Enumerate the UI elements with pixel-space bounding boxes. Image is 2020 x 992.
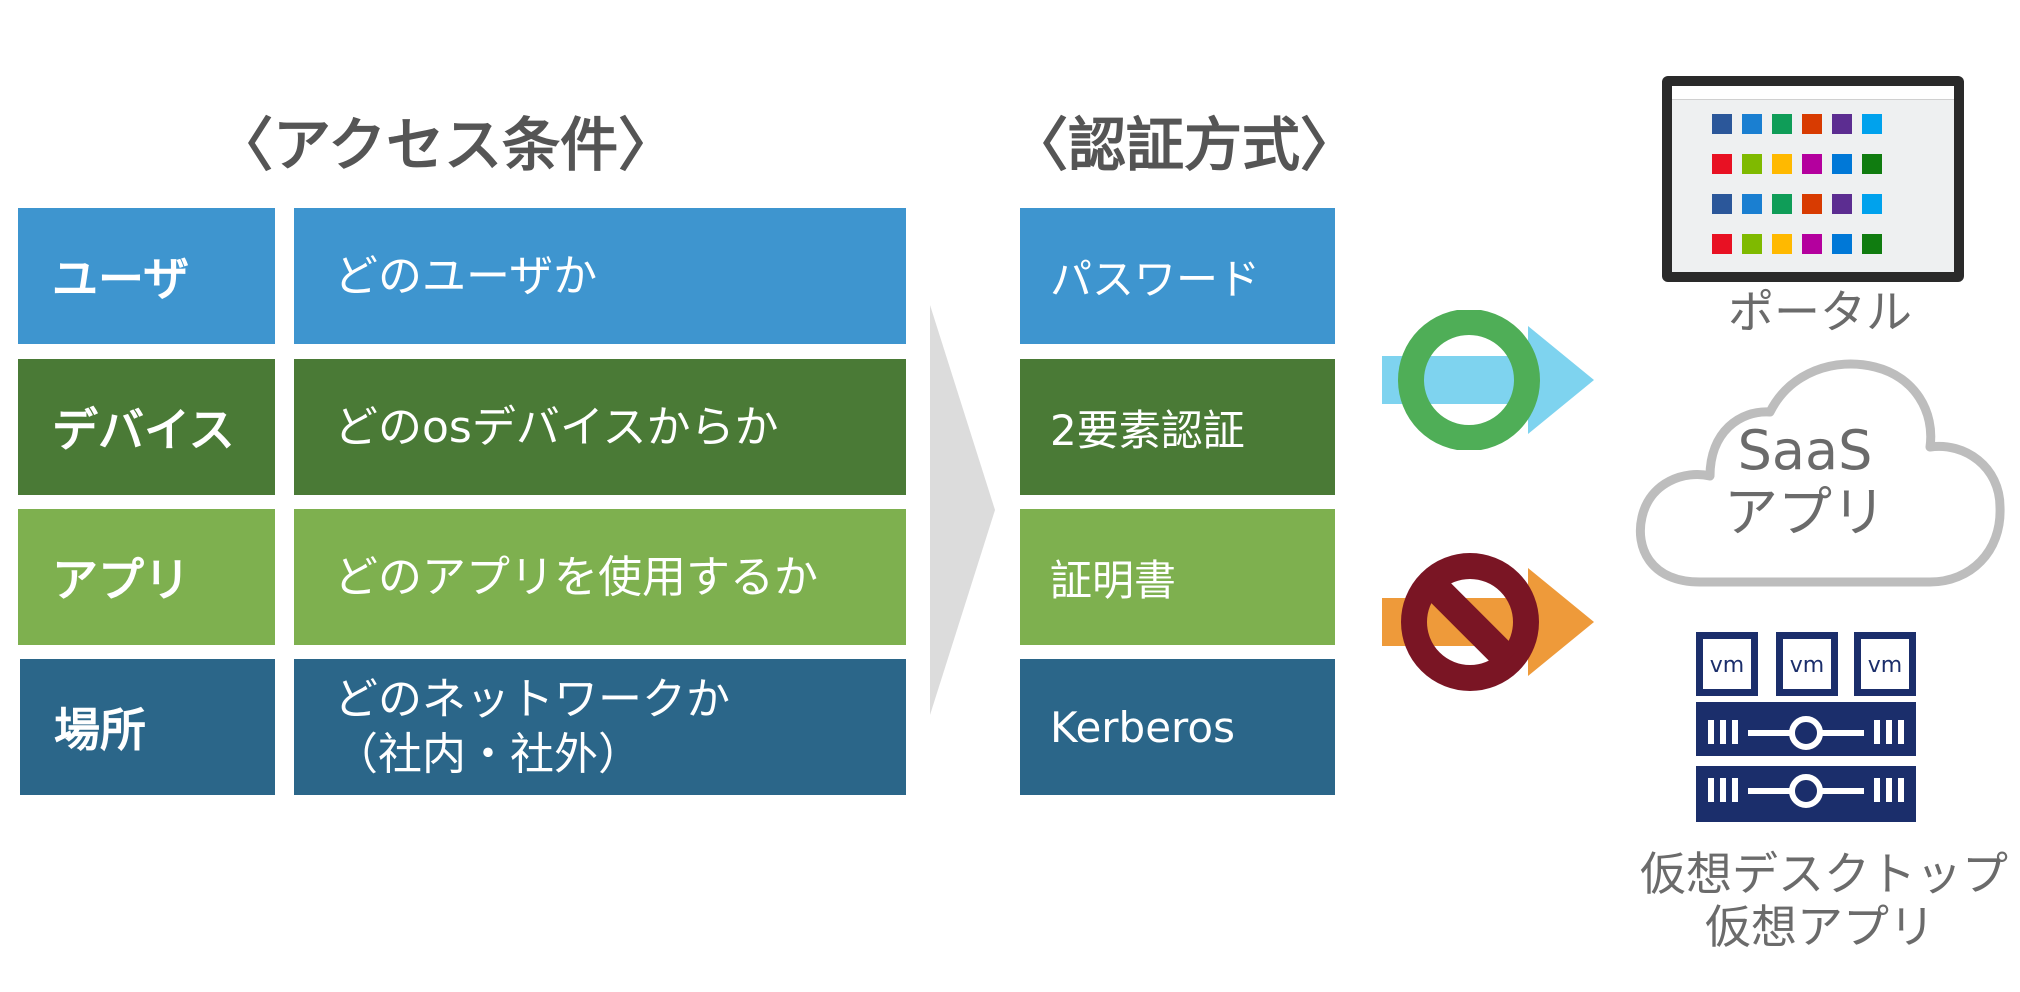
- cloud-icon: [1635, 359, 2005, 587]
- vdi-label: 仮想デスクトップ 仮想アプリ: [1640, 847, 2008, 954]
- condition-desc-app: どのアプリを使用するか: [294, 509, 906, 645]
- portal-app-tile: [1802, 114, 1822, 134]
- portal-app-tile: [1832, 154, 1852, 174]
- portal-app-tile: [1802, 194, 1822, 214]
- allow-circle-icon: [1398, 310, 1540, 450]
- auth-method-password: パスワード: [1020, 208, 1335, 344]
- portal-app-tile: [1742, 114, 1762, 134]
- condition-desc-app-text: どのアプリを使用するか: [334, 551, 818, 603]
- auth-method-kerberos: Kerberos: [1020, 659, 1335, 795]
- portal-app-tile: [1772, 154, 1792, 174]
- auth-method-certificate: 証明書: [1020, 509, 1335, 645]
- vm-label-1: vm: [1710, 653, 1744, 678]
- saas-label: SaaS アプリ: [1680, 419, 1930, 545]
- portal-label: ポータル: [1728, 285, 1912, 339]
- server-rack-icon: vm vm vm: [1696, 632, 1916, 822]
- access-conditions-heading: 〈アクセス条件〉: [215, 111, 677, 179]
- saas-label-line1: SaaS: [1737, 419, 1873, 482]
- portal-app-tile: [1742, 154, 1762, 174]
- condition-desc-location-line2: （社内・社外）: [334, 729, 642, 780]
- condition-label-app: アプリ: [18, 509, 275, 645]
- condition-desc-device: どのosデバイスからか: [294, 359, 906, 495]
- condition-desc-user: どのユーザか: [294, 208, 906, 344]
- portal-app-tile: [1742, 194, 1762, 214]
- portal-app-tile: [1772, 114, 1792, 134]
- condition-desc-user-text: どのユーザか: [334, 250, 598, 302]
- condition-desc-location-line1: どのネットワークか: [334, 674, 730, 725]
- portal-app-tile: [1802, 234, 1822, 254]
- tablet-portal-icon: [1662, 76, 1964, 282]
- portal-app-tile: [1712, 154, 1732, 174]
- portal-app-tile: [1772, 234, 1792, 254]
- portal-app-tile: [1862, 234, 1882, 254]
- saas-label-line2: アプリ: [1724, 481, 1886, 545]
- condition-desc-location: どのネットワークか （社内・社外）: [294, 659, 906, 795]
- condition-label-location: 場所: [20, 659, 275, 795]
- condition-label-user: ユーザ: [18, 208, 275, 344]
- portal-app-tile: [1832, 114, 1852, 134]
- deny-arrow: [1382, 553, 1594, 691]
- flow-chevron-arrow: [930, 305, 995, 715]
- auth-method-2fa: 2要素認証: [1020, 359, 1335, 495]
- vdi-label-line2: 仮想アプリ: [1705, 899, 1935, 954]
- allow-arrow: [1382, 310, 1594, 450]
- auth-methods-heading: 〈認証方式〉: [1010, 111, 1359, 179]
- condition-label-device: デバイス: [18, 359, 275, 495]
- portal-app-tile: [1712, 234, 1732, 254]
- portal-app-tile: [1862, 154, 1882, 174]
- vm-label-2: vm: [1790, 653, 1824, 678]
- portal-app-tile: [1832, 234, 1852, 254]
- portal-app-tile: [1832, 194, 1852, 214]
- portal-app-tile: [1862, 194, 1882, 214]
- portal-app-tile: [1772, 194, 1792, 214]
- portal-app-tile: [1742, 234, 1762, 254]
- prohibited-sign-icon: [1401, 553, 1539, 691]
- condition-desc-device-text: どのosデバイスからか: [334, 401, 779, 453]
- portal-app-tile: [1712, 114, 1732, 134]
- vm-label-3: vm: [1868, 653, 1902, 678]
- portal-app-tile: [1712, 194, 1732, 214]
- portal-app-tile: [1862, 114, 1882, 134]
- portal-app-tile: [1802, 154, 1822, 174]
- vdi-label-line1: 仮想デスクトップ: [1640, 847, 2008, 901]
